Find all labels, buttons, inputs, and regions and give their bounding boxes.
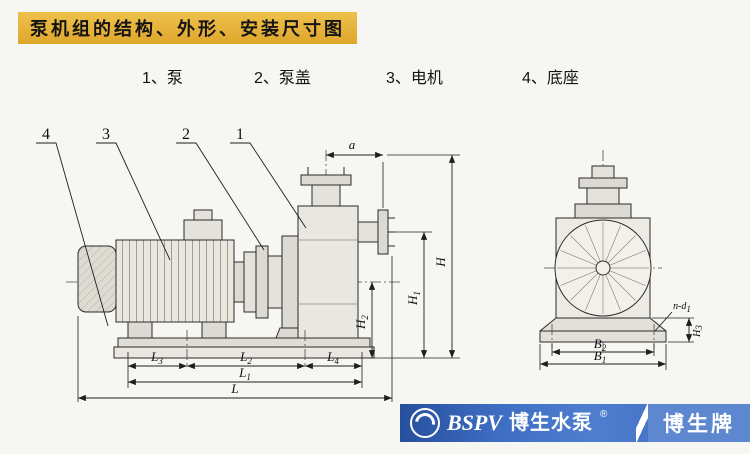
end-base xyxy=(539,317,667,348)
legend-item-motor: 3、电机 xyxy=(386,70,443,87)
page-title: 泵机组的结构、外形、安装尺寸图 xyxy=(18,12,357,44)
svg-text:4: 4 xyxy=(42,126,50,143)
svg-text:2: 2 xyxy=(182,126,190,143)
brand-latin: BSPV xyxy=(447,410,503,435)
callout-2: 2 xyxy=(176,126,265,251)
svg-text:B2: B2 xyxy=(594,336,607,353)
svg-text:B1: B1 xyxy=(594,348,606,365)
callout-1: 1 xyxy=(230,126,307,229)
svg-text:L: L xyxy=(230,381,238,396)
svg-text:H2: H2 xyxy=(353,315,370,330)
registered-mark: ® xyxy=(600,409,608,420)
dim-H: H xyxy=(374,154,460,359)
dim-L1: L1 xyxy=(128,365,362,386)
svg-text:L2: L2 xyxy=(239,349,252,366)
brand-badge: 博生牌 xyxy=(648,404,750,442)
brand-name-cn: 博生水泵 xyxy=(509,412,594,434)
motor-fan-cover xyxy=(77,245,117,313)
svg-text:n-d1: n-d1 xyxy=(673,301,691,314)
svg-text:H: H xyxy=(433,257,448,268)
svg-text:L3: L3 xyxy=(150,349,163,366)
svg-text:L1: L1 xyxy=(238,365,251,382)
end-motor-top xyxy=(574,165,632,219)
svg-text:3: 3 xyxy=(102,126,110,143)
end-view: n-d1 H3 B2 B1 xyxy=(539,150,704,370)
svg-text:1: 1 xyxy=(236,126,244,143)
end-casing-circle xyxy=(554,219,652,317)
discharge-flange xyxy=(357,209,395,255)
brand-banner: BSPV 博生水泵 ® 博生牌 xyxy=(400,404,750,442)
legend-item-pump: 1、泵 xyxy=(142,70,183,87)
svg-text:H1: H1 xyxy=(405,291,422,306)
dim-B2: B2 xyxy=(551,336,655,356)
dim-L: L xyxy=(77,256,393,402)
dim-H3: H3 xyxy=(652,317,704,343)
svg-text:L4: L4 xyxy=(326,349,339,366)
motor xyxy=(115,209,235,339)
label-n-d1: n-d1 xyxy=(654,301,691,332)
pump-body xyxy=(297,205,359,339)
suction-flange xyxy=(300,167,352,207)
dim-B1: B1 xyxy=(539,344,667,370)
callout-3: 3 xyxy=(96,126,171,261)
legend-item-pump-cover: 2、泵盖 xyxy=(254,70,311,87)
dim-L2: L2 xyxy=(187,349,305,370)
callout-4: 4 xyxy=(36,126,109,327)
svg-text:H3: H3 xyxy=(692,325,704,338)
dim-a: a xyxy=(326,137,384,208)
legend-item-base: 4、底座 xyxy=(522,70,579,87)
dim-H1: H1 xyxy=(392,231,432,358)
dim-H2: H2 xyxy=(353,282,376,358)
brand-strip: BSPV 博生水泵 ® xyxy=(400,404,636,442)
side-view: 4 3 2 1 a xyxy=(36,126,460,402)
terminal-box xyxy=(183,219,223,241)
svg-text:a: a xyxy=(349,137,356,152)
pump-cover-coupling xyxy=(233,235,305,339)
banner-divider xyxy=(636,404,648,442)
bspv-logo-icon xyxy=(410,408,440,438)
